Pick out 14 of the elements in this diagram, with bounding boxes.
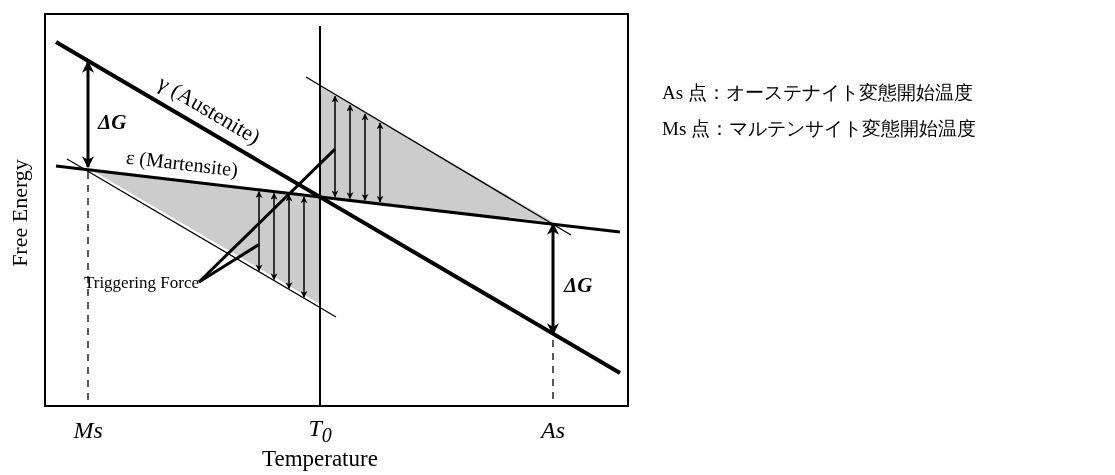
curve-label: ε (Martensite) bbox=[125, 146, 240, 180]
tick-label: As bbox=[541, 418, 565, 442]
delta-g-label: ΔG bbox=[564, 274, 593, 296]
force-arrows bbox=[255, 191, 308, 298]
note-text: Ms 点：マルテンサイト変態開始温度 bbox=[662, 118, 977, 138]
tick-label: Ms bbox=[73, 418, 103, 442]
callout-text: Triggering Force bbox=[83, 273, 199, 291]
delta-g-label: ΔG bbox=[98, 111, 127, 133]
leader-line bbox=[197, 148, 337, 284]
tick-label: T$_{0}$ bbox=[308, 415, 332, 445]
axis-label: Temperature bbox=[262, 446, 378, 470]
force-arrows bbox=[331, 95, 384, 203]
note-text: As 点：オーステナイト変態開始温度 bbox=[662, 82, 973, 102]
axis-label: Free Energy bbox=[8, 159, 31, 267]
